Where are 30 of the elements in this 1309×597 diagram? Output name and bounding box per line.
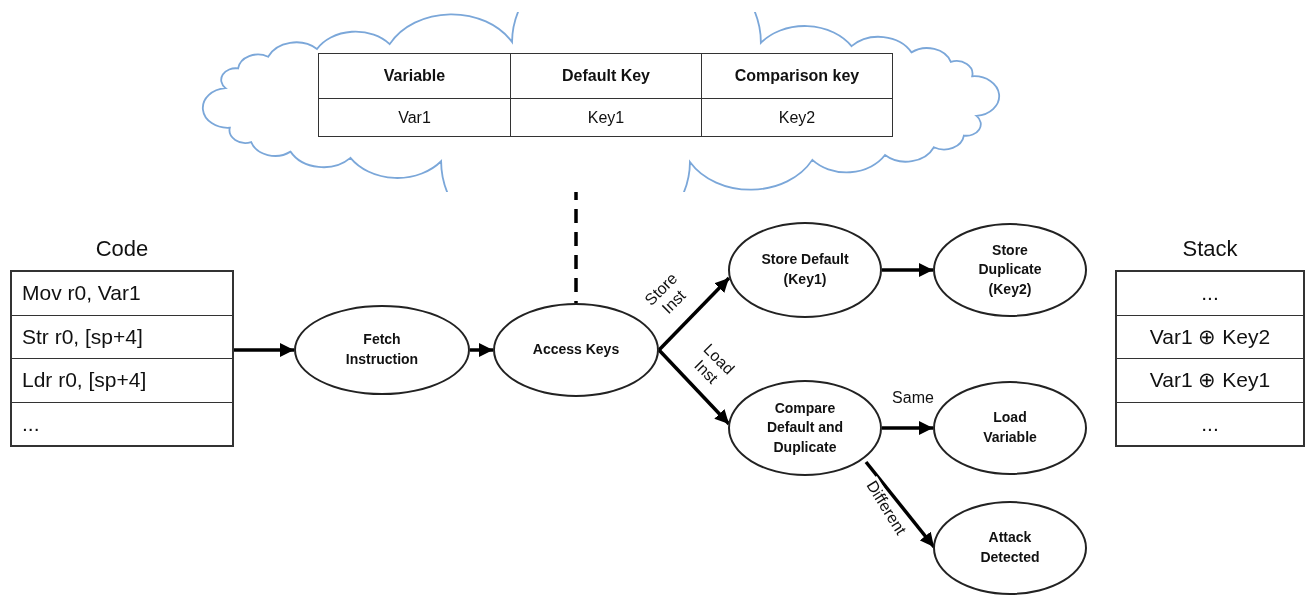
arrow [234, 343, 294, 357]
list-row: Ldr r0, [sp+4] [12, 358, 232, 402]
table-header-cell: Default Key [510, 54, 701, 98]
node-label: Fetch Instruction [344, 330, 420, 369]
node-label: Access Keys [532, 340, 620, 360]
table-cell: Key1 [510, 98, 701, 136]
arrow [657, 348, 731, 426]
node-label: Compare Default and Duplicate [765, 398, 845, 457]
node-label: Attack Detected [979, 528, 1041, 567]
arrow [882, 421, 933, 435]
list-row-text: ... [1200, 280, 1220, 307]
column-heading: Code [94, 236, 150, 262]
list-row: Var1 ⊕ Key1 [1117, 358, 1303, 402]
node-label: Store Default (Key1) [760, 250, 850, 289]
table-header-cell: Comparison key [701, 54, 892, 98]
list-row: ... [12, 401, 232, 445]
table-cell: Key2 [701, 98, 892, 136]
node-label: Load Variable [982, 408, 1038, 447]
list-row-text: Mov r0, Var1 [21, 280, 142, 307]
table-header-cell-text: Variable [382, 66, 447, 86]
arrow [882, 263, 933, 277]
node-label: Store Duplicate (Key2) [977, 240, 1043, 299]
arrow [470, 343, 493, 357]
column-heading: Stack [1181, 236, 1239, 262]
list-row: ... [1117, 401, 1303, 445]
table-cell: Var1 [319, 98, 510, 136]
arrow [864, 460, 936, 549]
list-row: Var1 ⊕ Key2 [1117, 314, 1303, 358]
list-row: Str r0, [sp+4] [12, 314, 232, 358]
arrow [657, 276, 731, 352]
